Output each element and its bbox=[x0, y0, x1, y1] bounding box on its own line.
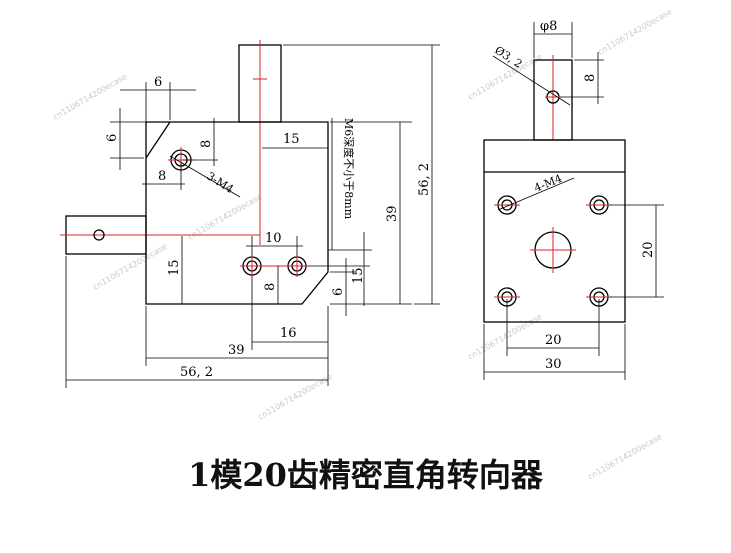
shaft-pin-hole bbox=[93, 229, 105, 241]
note-depth: M6深度不小于8mm bbox=[342, 118, 356, 220]
dim-shaft-dia: φ8 bbox=[540, 19, 557, 34]
dim-top-15: 15 bbox=[283, 132, 300, 147]
dim-overall-height: 56, 2 bbox=[417, 163, 432, 196]
dim-corner-6: 6 bbox=[331, 288, 346, 296]
chamfer-edge bbox=[145, 121, 171, 159]
dim-hole-offset-h: 8 bbox=[158, 169, 166, 184]
watermark-text: cn1106714200ecase bbox=[187, 192, 264, 242]
right-view: φ8 Ø3, 2 8 4-M4 20 20 30 bbox=[483, 19, 664, 380]
dim-width-30: 30 bbox=[545, 357, 562, 372]
dim-right-15: 15 bbox=[351, 267, 366, 284]
dim-chamfer-v: 6 bbox=[105, 134, 120, 142]
watermark-text: cn1106714200ecase bbox=[597, 7, 674, 57]
leader-line bbox=[169, 155, 241, 198]
dim-width-39: 39 bbox=[228, 343, 245, 358]
watermark-layer: cn1106714200ecase cn1106714200ecase cn11… bbox=[52, 7, 674, 482]
leader-line bbox=[492, 55, 571, 106]
leader-line bbox=[497, 177, 575, 211]
dim-bottom-8: 8 bbox=[263, 283, 278, 291]
dim-height-39: 39 bbox=[385, 205, 400, 222]
dim-pin-dia: Ø3, 2 bbox=[492, 44, 524, 71]
gearbox-body bbox=[483, 139, 626, 323]
note-3-m4: 3-M4 bbox=[204, 170, 235, 196]
dim-bottom-10: 10 bbox=[265, 231, 282, 246]
watermark-text: cn1106714200ecase bbox=[52, 72, 129, 122]
dim-bolt-horizontal: 20 bbox=[545, 333, 562, 348]
dim-hole-offset-v: 8 bbox=[199, 140, 214, 148]
note-4-m4: 4-M4 bbox=[532, 172, 564, 195]
watermark-text: cn1106714200ecase bbox=[257, 372, 334, 422]
dim-pin-pos: 8 bbox=[583, 74, 598, 82]
dim-bottom-16: 16 bbox=[280, 326, 297, 341]
watermark-text: cn1106714200ecase bbox=[92, 242, 169, 292]
dim-left-15: 15 bbox=[167, 259, 182, 276]
dim-bolt-vertical: 20 bbox=[641, 241, 656, 258]
dim-chamfer-h: 6 bbox=[154, 75, 162, 90]
left-view: 6 6 8 8 3-M4 15 M6深度不小于8mm 39 56, 2 bbox=[60, 40, 440, 388]
dim-overall-width: 56, 2 bbox=[180, 365, 213, 380]
product-title: 1模20齿精密直角转向器 bbox=[188, 456, 543, 494]
watermark-text: cn1106714200ecase bbox=[467, 312, 544, 362]
